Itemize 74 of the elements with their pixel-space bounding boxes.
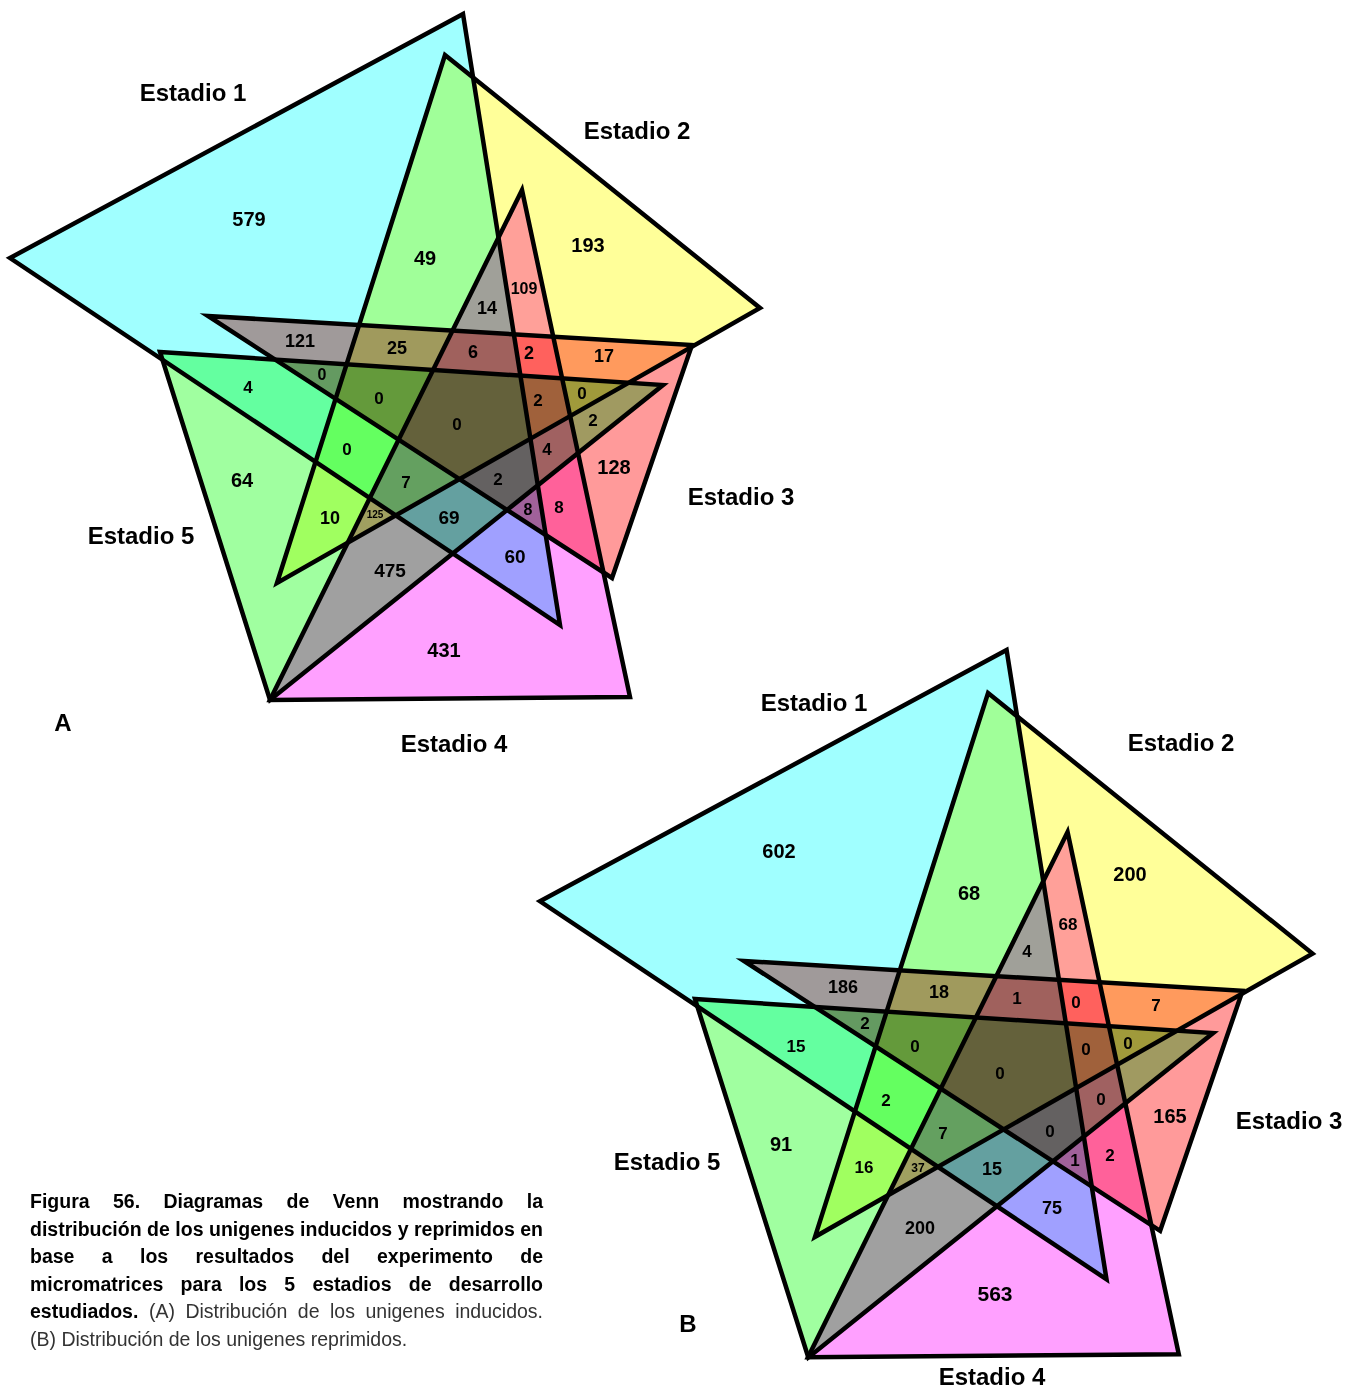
count-label: 10 xyxy=(320,509,340,527)
count-label: 75 xyxy=(1042,1199,1062,1217)
set-label: Estadio 1 xyxy=(139,79,247,107)
count-label: 2 xyxy=(493,470,503,488)
set-label: Estadio 1 xyxy=(760,689,868,717)
set-label: Estadio 2 xyxy=(1127,729,1235,757)
count-label: 18 xyxy=(929,983,949,1001)
count-label: 0 xyxy=(374,389,384,407)
count-label: 37 xyxy=(911,1162,925,1174)
count-label: 16 xyxy=(854,1158,874,1176)
count-label: 4 xyxy=(243,378,253,396)
count-label: 602 xyxy=(762,841,796,861)
count-label: 0 xyxy=(1045,1122,1055,1140)
count-label: 25 xyxy=(387,339,407,357)
count-label: 0 xyxy=(1123,1034,1133,1052)
count-label: 165 xyxy=(1153,1106,1187,1126)
count-label: 2 xyxy=(881,1091,891,1109)
count-label: 475 xyxy=(374,560,406,580)
set-label: Estadio 4 xyxy=(938,1363,1046,1389)
count-label: 0 xyxy=(1096,1090,1106,1108)
count-label: 0 xyxy=(452,415,462,433)
count-label: 2 xyxy=(1105,1146,1115,1164)
figure-caption: Figura 56. Diagramas de Venn mostrando la distribución de los unigenes inducidos y reprimidos en base a los resultados del experimento de micromatrices para los 5 estadios de desarrollo estudiados. (A) Distribución de los unigenes inducidos. (B) Distribución de los unigenes reprimidos. xyxy=(30,1189,543,1352)
count-label: 200 xyxy=(1113,864,1147,884)
panel-letter: B xyxy=(679,1312,697,1336)
count-label: 4 xyxy=(542,440,552,458)
count-label: 7 xyxy=(1151,996,1161,1014)
count-label: 2 xyxy=(533,391,543,409)
count-label: 109 xyxy=(510,281,538,297)
count-label: 8 xyxy=(523,502,533,518)
count-label: 60 xyxy=(504,546,526,566)
count-label: 2 xyxy=(524,344,534,362)
count-label: 14 xyxy=(477,299,497,317)
count-label: 0 xyxy=(1081,1040,1091,1058)
count-label: 17 xyxy=(594,347,614,365)
count-label: 0 xyxy=(995,1064,1005,1082)
count-label: 200 xyxy=(905,1219,935,1237)
count-label: 1 xyxy=(1070,1151,1080,1169)
set-label: Estadio 4 xyxy=(400,730,508,758)
count-label: 4 xyxy=(1022,942,1032,960)
count-label: 0 xyxy=(342,440,352,458)
count-label: 6 xyxy=(468,343,478,361)
count-label: 1 xyxy=(1012,989,1022,1007)
count-label: 121 xyxy=(285,332,315,350)
count-label: 49 xyxy=(413,248,437,268)
count-label: 0 xyxy=(1071,993,1081,1011)
set-label: Estadio 3 xyxy=(687,483,795,511)
count-label: 128 xyxy=(597,457,631,477)
count-label: 91 xyxy=(769,1134,793,1154)
set-label: Estadio 2 xyxy=(583,117,691,145)
count-label: 68 xyxy=(1058,915,1078,933)
count-label: 186 xyxy=(828,978,858,996)
count-label: 15 xyxy=(982,1160,1002,1178)
count-label: 125 xyxy=(366,510,384,520)
count-label: 193 xyxy=(571,235,605,255)
count-label: 0 xyxy=(910,1037,920,1055)
set-label: Estadio 3 xyxy=(1235,1107,1343,1135)
count-label: 0 xyxy=(317,367,327,383)
count-label: 8 xyxy=(554,498,564,516)
set-label: Estadio 5 xyxy=(87,522,195,550)
count-label: 2 xyxy=(588,411,598,429)
set-label: Estadio 5 xyxy=(613,1148,721,1176)
count-label: 68 xyxy=(957,883,981,903)
count-label: 69 xyxy=(438,507,460,527)
count-label: 64 xyxy=(230,470,254,490)
panel-letter: A xyxy=(54,711,72,735)
count-label: 7 xyxy=(401,473,411,491)
count-label: 579 xyxy=(232,209,266,229)
count-label: 0 xyxy=(577,384,587,402)
count-label: 15 xyxy=(786,1037,806,1055)
count-label: 2 xyxy=(860,1014,870,1032)
count-label: 7 xyxy=(938,1124,948,1142)
count-label: 563 xyxy=(977,1282,1013,1304)
count-label: 431 xyxy=(427,640,461,660)
